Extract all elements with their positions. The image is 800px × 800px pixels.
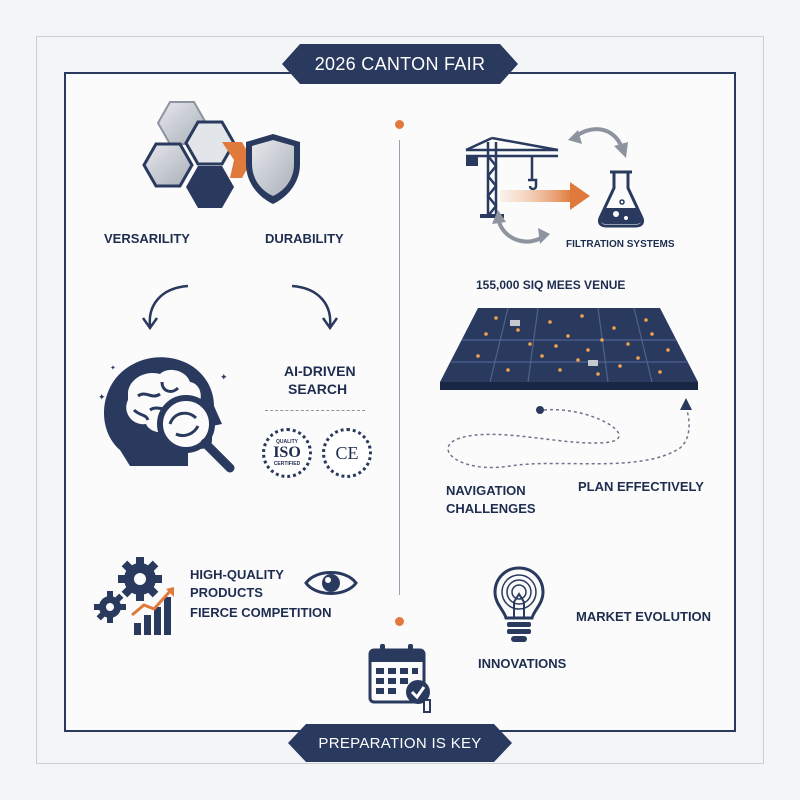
dotted-separator: [265, 410, 365, 411]
hexagon-cluster-icon: [142, 101, 300, 208]
dashed-path-icon: [447, 398, 692, 469]
ai-search-label-line1: AI-DRIVEN: [284, 363, 356, 379]
svg-text:✦: ✦: [220, 372, 228, 382]
lightbulb-icon: [493, 566, 545, 642]
center-divider: [399, 140, 400, 595]
growth-chart-icon: [131, 587, 174, 635]
iso-badge-icon: QUALITY ISO CERTIFIED: [262, 428, 312, 478]
cycle-arrow-icon: [568, 127, 628, 158]
navigation-label-line1: NAVIGATION: [446, 483, 526, 498]
curved-arrow-icon: [141, 284, 339, 331]
innovations-label: INNOVATIONS: [478, 656, 567, 671]
divider-dot-bottom: [395, 617, 404, 626]
calendar-check-icon: [368, 644, 431, 713]
market-evolution-label: MARKET EVOLUTION: [576, 609, 712, 624]
durability-label: DURABILITY: [265, 231, 344, 246]
divider-dot-top: [395, 120, 404, 129]
footer-banner: PREPARATION IS KEY: [288, 724, 512, 762]
filtration-label: FILTRATION SYSTEMS: [566, 239, 675, 250]
gears-icon: [94, 557, 162, 623]
navigation-label-line2: CHALLENGES: [446, 501, 536, 516]
venue-map-icon: [440, 307, 698, 390]
eye-icon: [304, 571, 358, 595]
flask-icon: [598, 170, 644, 228]
footer-title: PREPARATION IS KEY: [318, 734, 482, 752]
title-banner: 2026 CANTON FAIR: [282, 44, 518, 84]
crane-icon: [465, 136, 559, 218]
svg-text:✦: ✦: [110, 364, 116, 372]
outer-frame: [36, 36, 764, 764]
quality-label-line2: PRODUCTS: [190, 585, 263, 600]
venue-label: 155,000 SIQ MEES VENUE: [476, 278, 626, 292]
competition-label: FIERCE COMPETITION: [190, 605, 332, 620]
svg-text:✦: ✦: [98, 392, 106, 402]
cycle-arrow-icon-lower: [492, 210, 550, 244]
brain-head-icon: ✦ ✦ ✦: [98, 357, 235, 473]
page-title: 2026 CANTON FAIR: [314, 53, 486, 74]
versatility-label: VERSARILITY: [104, 231, 190, 246]
transfer-arrow-icon: [500, 182, 590, 210]
ai-search-label-line2: SEARCH: [288, 381, 348, 397]
magnifier-icon: [157, 395, 235, 473]
quality-label-line1: HIGH-QUALITY: [190, 567, 284, 582]
ce-badge-icon: CE: [322, 428, 372, 478]
plan-label: PLAN EFFECTIVELY: [578, 479, 704, 494]
